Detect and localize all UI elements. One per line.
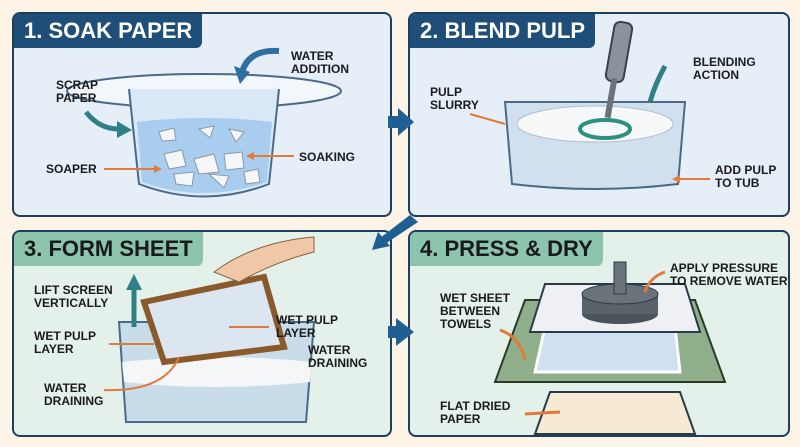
press-illustration: [493, 261, 727, 435]
label-wet-pulp-right: WET PULP LAYER: [276, 313, 338, 340]
flow-arrow-1-to-2: [388, 108, 414, 136]
label-water-draining-right: WATER DRAINING: [308, 343, 368, 370]
panel-soak-paper: 1. SOAK PAPER WATER ADDITION SCRAP PAPER…: [12, 12, 392, 217]
panel-press-dry: 4. PRESS & DRY APPLY PRESSURE TO REMOVE …: [408, 230, 790, 437]
panel-blend-pulp: 2. BLEND PULP PULP SLURRY BLENDING ACTIO…: [408, 12, 790, 217]
glass-bowl-illustration: [66, 47, 342, 198]
panel-title: 1. SOAK PAPER: [14, 14, 203, 48]
label-flat-dried: FLAT DRIED PAPER: [440, 399, 511, 426]
label-wet-sheet: WET SHEET BETWEEN TOWELS: [440, 291, 511, 331]
panel-title: 2. BLEND PULP: [410, 14, 596, 48]
label-soaper: SOAPER: [46, 162, 97, 176]
label-apply-pressure: APPLY PRESSURE TO REMOVE WATER: [670, 261, 788, 288]
label-water-addition: WATER ADDITION: [291, 49, 349, 76]
label-blending-action: BLENDING ACTION: [693, 55, 756, 82]
panel-title: 4. PRESS & DRY: [410, 232, 603, 266]
flow-arrow-3-to-4: [388, 318, 414, 346]
panel-form-sheet: 3. FORM SHEET LIFT SCREEN VERTICALLY WET…: [12, 230, 392, 437]
label-soaking: SOAKING: [299, 150, 356, 164]
label-add-pulp: ADD PULP TO TUB: [715, 163, 777, 190]
label-lift-screen: LIFT SCREEN VERTICALLY: [34, 283, 113, 310]
label-scrap-paper: SCRAP PAPER: [56, 78, 99, 105]
screen-tub-illustration: [103, 236, 316, 423]
flow-arrow-2-to-3: [372, 215, 418, 250]
blender-tub-illustration: [469, 20, 710, 190]
panel-title: 3. FORM SHEET: [14, 232, 203, 266]
label-water-draining-left: WATER DRAINING: [44, 381, 104, 408]
label-wet-pulp-left: WET PULP LAYER: [34, 329, 96, 356]
label-pulp-slurry: PULP SLURRY: [430, 85, 479, 112]
